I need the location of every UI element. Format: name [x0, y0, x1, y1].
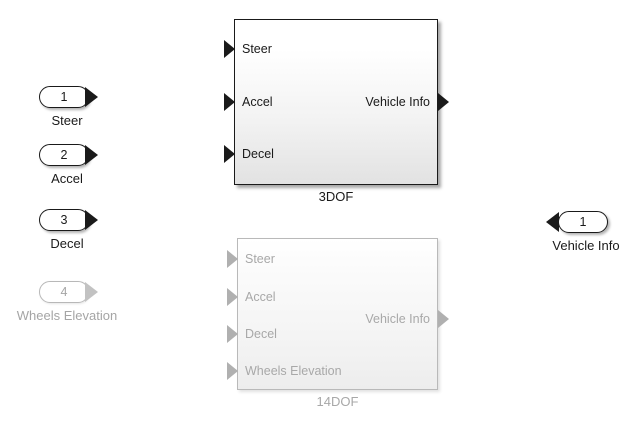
- inport-label: Wheels Elevation: [16, 308, 118, 323]
- inport-shape: 3: [33, 209, 101, 231]
- subsystem-output-label-vehicle-info: Vehicle Info: [365, 312, 430, 326]
- subsystem-input-label-steer: Steer: [245, 252, 275, 266]
- inport-shape: 1: [33, 86, 101, 108]
- inport-capsule: 2: [39, 144, 89, 166]
- inport-block-decel[interactable]: 3 Decel: [12, 209, 122, 251]
- subsystem-input-label-steer: Steer: [242, 42, 272, 56]
- output-port-arrow-icon: [438, 93, 449, 111]
- subsystem-output-label-vehicle-info: Vehicle Info: [365, 95, 430, 109]
- inport-capsule: 3: [39, 209, 89, 231]
- inport-label: Steer: [51, 113, 83, 128]
- inport-label: Decel: [50, 236, 84, 251]
- subsystem-input-label-decel: Decel: [242, 147, 274, 161]
- inport-number: 3: [60, 212, 68, 227]
- right-arrow-icon: [85, 87, 98, 107]
- outport-label: Vehicle Info: [552, 238, 620, 253]
- outport-number: 1: [579, 214, 587, 229]
- subsystem-input-label-decel: Decel: [245, 327, 277, 341]
- inport-shape: 4: [33, 281, 101, 303]
- inport-number: 4: [60, 284, 68, 299]
- right-arrow-icon: [85, 282, 98, 302]
- subsystem-block-3dof[interactable]: Steer Accel Decel Vehicle Info 3DOF: [224, 19, 449, 204]
- outport-shape: 1: [546, 211, 620, 233]
- inport-number: 2: [60, 147, 68, 162]
- outport-block-vehicle-info[interactable]: 1 Vehicle Info: [531, 211, 641, 253]
- input-port-arrow-icon: [227, 250, 238, 268]
- subsystem-body: Steer Accel Decel Vehicle Info: [224, 19, 449, 185]
- left-arrow-icon: [546, 212, 559, 232]
- inport-label: Accel: [51, 171, 83, 186]
- subsystem-input-label-accel: Accel: [245, 290, 276, 304]
- inport-capsule: 4: [39, 281, 89, 303]
- input-port-arrow-icon: [227, 288, 238, 306]
- subsystem-caption-3dof: 3DOF: [318, 189, 354, 204]
- subsystem-input-label-wheels-elevation: Wheels Elevation: [245, 364, 342, 378]
- subsystem-input-label-accel: Accel: [242, 95, 273, 109]
- inport-block-steer[interactable]: 1 Steer: [12, 86, 122, 128]
- subsystem-caption-14dof: 14DOF: [316, 394, 359, 409]
- inport-shape: 2: [33, 144, 101, 166]
- input-port-arrow-icon: [224, 93, 235, 111]
- subsystem-body: Steer Accel Decel Wheels Elevation Vehic…: [227, 238, 449, 390]
- inport-capsule: 1: [39, 86, 89, 108]
- right-arrow-icon: [85, 210, 98, 230]
- outport-capsule: 1: [558, 211, 608, 233]
- inport-block-wheels-elevation[interactable]: 4 Wheels Elevation: [12, 281, 122, 323]
- input-port-arrow-icon: [224, 40, 235, 58]
- subsystem-block-14dof[interactable]: Steer Accel Decel Wheels Elevation Vehic…: [227, 238, 449, 409]
- input-port-arrow-icon: [224, 145, 235, 163]
- output-port-arrow-icon: [438, 310, 449, 328]
- inport-block-accel[interactable]: 2 Accel: [12, 144, 122, 186]
- right-arrow-icon: [85, 145, 98, 165]
- input-port-arrow-icon: [227, 362, 238, 380]
- input-port-arrow-icon: [227, 325, 238, 343]
- inport-number: 1: [60, 89, 68, 104]
